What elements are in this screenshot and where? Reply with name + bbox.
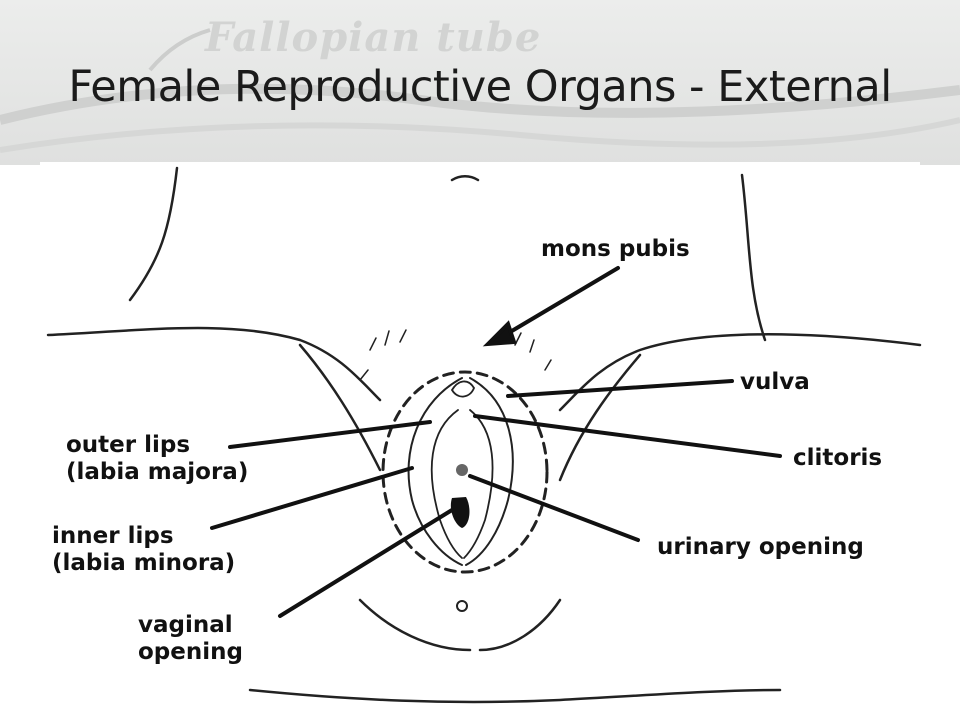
left-thigh-crease (46, 326, 382, 402)
outer-lips-pointer (228, 420, 432, 449)
vaginal-opening-pointer (278, 508, 454, 618)
label-outer-lips-line1: outer lips (66, 432, 191, 458)
watermark-text: Fallopian tube (205, 14, 542, 61)
label-vulva: vulva (740, 369, 810, 395)
urinary-opening-pointer (468, 474, 640, 542)
urinary-opening-mark (456, 464, 468, 476)
background-wave-decoration (0, 28, 960, 153)
inner-lip-left (430, 409, 463, 559)
outer-lip-right (465, 377, 514, 566)
label-mons-pubis: mons pubis (541, 236, 690, 262)
label-vaginal-opening: vaginal opening (138, 612, 243, 666)
label-vaginal-opening-line2: opening (138, 639, 243, 665)
label-inner-lips-line1: inner lips (52, 523, 174, 549)
lower-outline (248, 688, 782, 704)
mons-pubis-pointer (498, 266, 620, 340)
outer-lip-left (407, 377, 463, 566)
right-buttock-line (478, 598, 562, 652)
label-clitoris: clitoris (793, 445, 883, 471)
navel (450, 175, 480, 182)
anus (456, 600, 468, 612)
inner-lips-pointer (210, 466, 414, 530)
label-outer-lips-line2: (labia majora) (66, 459, 249, 485)
mons-pubis-arrowhead (482, 320, 517, 347)
vulva-pointer (506, 379, 734, 398)
clitoris-pointer (473, 414, 782, 458)
left-buttock-line (358, 598, 472, 652)
label-vaginal-opening-line1: vaginal (138, 612, 233, 638)
label-urinary-opening: urinary opening (657, 534, 864, 560)
background-band (0, 0, 960, 165)
left-groin-line (298, 343, 382, 472)
label-outer-lips: outer lips (labia majora) (66, 432, 248, 486)
label-inner-lips: inner lips (labia minora) (52, 523, 235, 577)
label-inner-lips-line2: (labia minora) (52, 550, 236, 576)
slide-title: Female Reproductive Organs - External (68, 62, 892, 112)
left-arm-outline (128, 166, 179, 302)
clitoris-shape (450, 380, 476, 398)
right-groin-line (558, 353, 642, 482)
inner-lip-right (463, 409, 494, 559)
vulva-dashed-outline (381, 370, 549, 574)
vaginal-opening-mark (450, 497, 470, 528)
right-arm-outline (740, 173, 767, 342)
right-thigh-crease (558, 333, 922, 412)
